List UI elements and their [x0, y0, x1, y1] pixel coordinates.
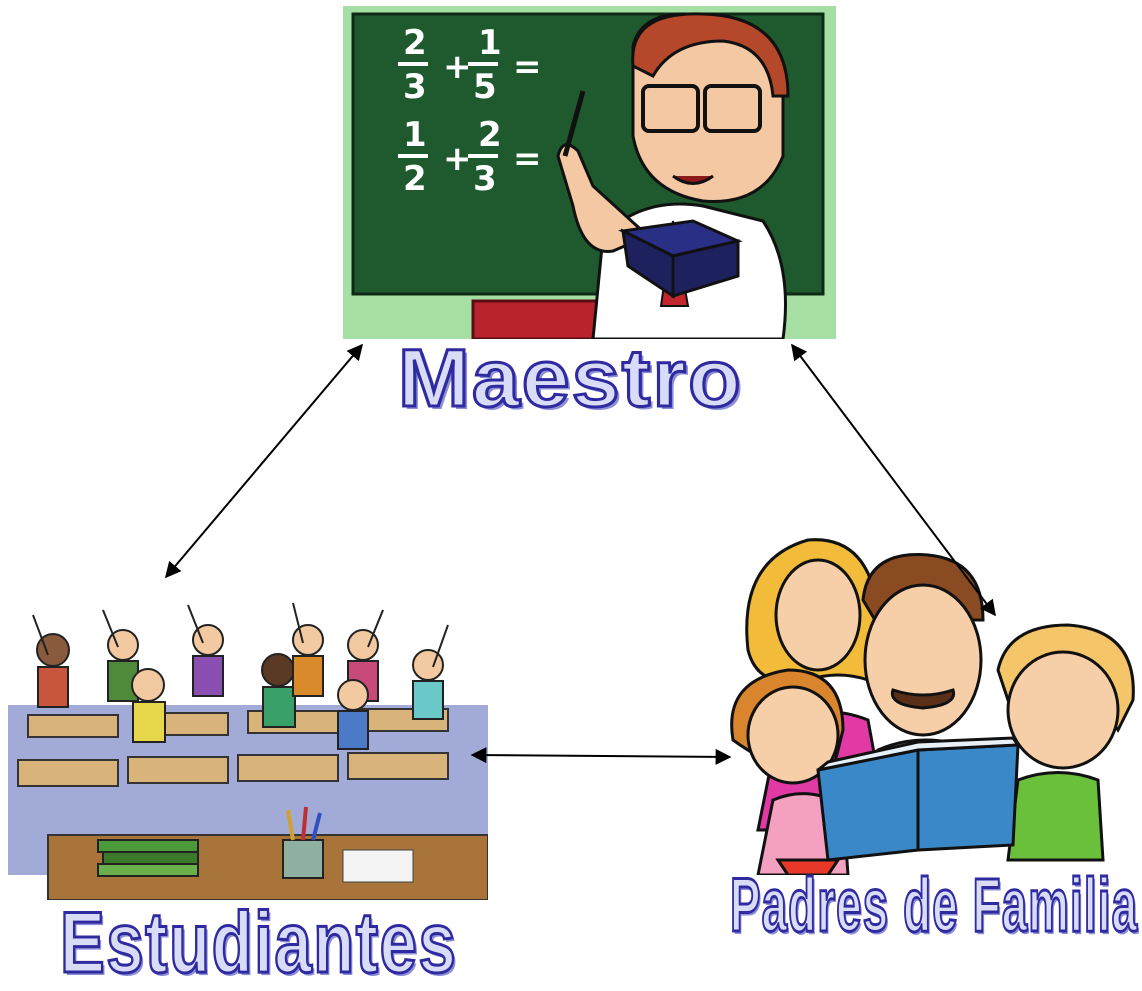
students-parents-arrow — [470, 747, 732, 765]
parents-label: Padres de Familia — [729, 863, 1139, 948]
svg-text:1: 1 — [478, 23, 502, 63]
svg-text:2: 2 — [403, 23, 427, 63]
boy-figure — [996, 623, 1135, 862]
teacher-parents-arrow — [791, 343, 996, 617]
svg-text:3: 3 — [403, 67, 427, 107]
svg-text:=: = — [513, 47, 542, 87]
teacher-label: Maestro — [396, 333, 743, 424]
svg-text:3: 3 — [473, 159, 497, 199]
svg-text:1: 1 — [403, 115, 427, 155]
chalkboard-equations: 2 3 + 1 5 = 1 2 + 2 3 = — [398, 23, 542, 199]
teacher-figure — [556, 12, 790, 339]
parents-illustration — [718, 530, 1142, 875]
svg-text:5: 5 — [473, 67, 497, 107]
students-label: Estudiantes — [59, 895, 458, 991]
desk-paper — [342, 849, 414, 883]
open-book — [816, 736, 1021, 862]
teacher-students-arrow — [164, 343, 364, 579]
svg-text:2: 2 — [403, 159, 427, 199]
svg-text:+: + — [443, 139, 472, 179]
students-illustration — [8, 585, 488, 900]
desk-books — [97, 839, 199, 877]
svg-text:2: 2 — [478, 115, 502, 155]
teacher-illustration: 2 3 + 1 5 = 1 2 + 2 3 = — [343, 6, 836, 339]
pencil-cup — [282, 806, 324, 879]
students-group — [32, 602, 449, 750]
svg-text:=: = — [513, 139, 542, 179]
girl-figure — [730, 668, 850, 875]
svg-text:+: + — [443, 47, 472, 87]
